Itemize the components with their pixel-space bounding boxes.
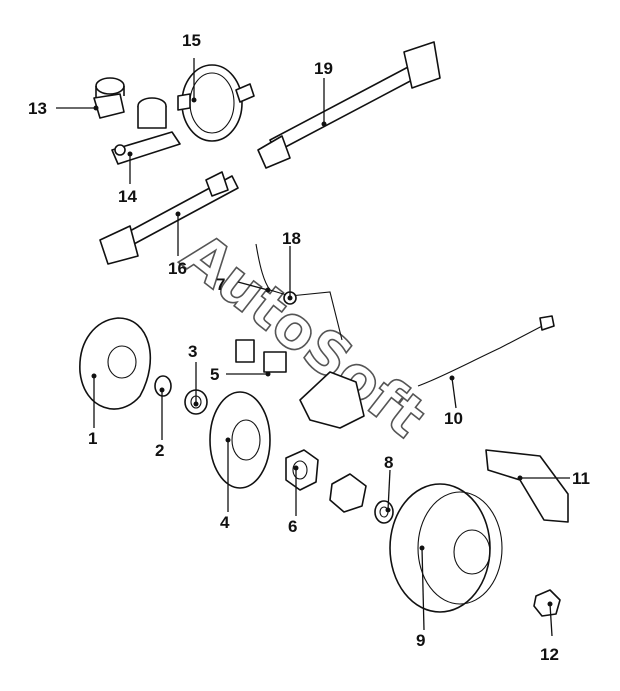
hub-flange — [329, 473, 367, 513]
brake-disc — [209, 391, 271, 489]
callout-13: 13 — [28, 99, 47, 118]
drive-shaft-front — [99, 171, 239, 265]
wheel-rim — [389, 483, 503, 613]
callout-1: 1 — [88, 429, 97, 448]
callout-9: 9 — [416, 631, 425, 650]
parking-brake-cable — [417, 315, 555, 387]
callout-6: 6 — [288, 517, 297, 536]
callout-15: 15 — [182, 31, 201, 50]
callout-7: 7 — [216, 275, 225, 294]
callout-5: 5 — [210, 365, 219, 384]
brake-pads — [235, 339, 287, 373]
drive-shaft-rear — [257, 41, 441, 169]
wheel-nut — [533, 589, 561, 617]
callout-12: 12 — [540, 645, 559, 664]
seal — [154, 375, 172, 397]
callout-4: 4 — [220, 513, 230, 532]
callout-18: 18 — [282, 229, 301, 248]
callout-14: 14 — [118, 187, 137, 206]
callout-2: 2 — [155, 441, 164, 460]
backing-plate — [79, 317, 152, 410]
brake-caliper — [299, 371, 365, 429]
mud-flap — [485, 449, 569, 523]
callout-11: 11 — [572, 469, 590, 488]
leader-lines — [56, 58, 570, 637]
brake-booster — [177, 64, 255, 142]
fluid-reservoir — [93, 77, 125, 119]
wheel-hub — [285, 449, 319, 491]
watermark-text: AutoSoft — [169, 219, 438, 450]
callout-16: 16 — [168, 259, 187, 278]
callout-10: 10 — [444, 409, 463, 428]
callout-labels: 1 2 3 4 5 6 7 8 9 10 11 12 13 14 15 16 1… — [28, 31, 590, 664]
callout-8: 8 — [384, 453, 393, 472]
callout-19: 19 — [314, 59, 333, 78]
bearing-outer — [374, 500, 394, 524]
callout-3: 3 — [188, 342, 197, 361]
